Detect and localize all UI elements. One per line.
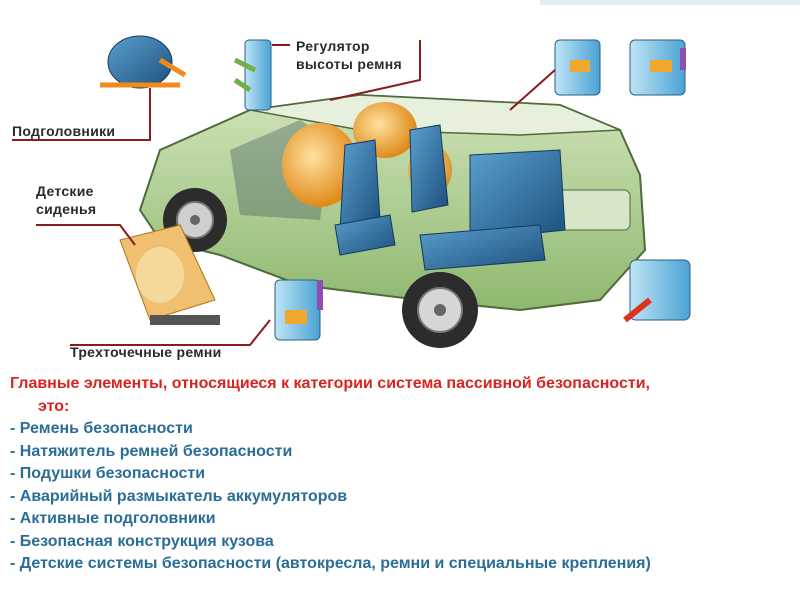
- list-item-text: Ремень безопасности: [19, 420, 193, 437]
- height-regulator-label-line2: высоты ремня: [296, 56, 402, 72]
- passive-safety-heading: Главные элементы, относящиеся к категори…: [10, 373, 790, 418]
- list-item: - Натяжитель ремней безопасности: [10, 441, 790, 464]
- list-item-prefix: -: [10, 555, 20, 572]
- list-item: - Подушки безопасности: [10, 463, 790, 486]
- height-regulator-label-line1: Регулятор: [296, 38, 370, 54]
- list-item-prefix: -: [10, 420, 20, 437]
- list-item: - Активные подголовники: [10, 508, 790, 531]
- list-item: - Безопасная конструкция кузова: [10, 531, 790, 554]
- list-item-prefix: -: [10, 465, 20, 482]
- list-item-prefix: -: [10, 532, 20, 550]
- child-seats-label-line1: Детские: [36, 183, 94, 199]
- child-seats-label: Детские сиденья: [36, 182, 96, 218]
- passive-safety-list: - Ремень безопасности - Натяжитель ремне…: [10, 418, 790, 576]
- list-item: - Детские системы безопасности (автокрес…: [10, 553, 790, 576]
- list-item-text: Натяжитель ремней безопасности: [19, 442, 293, 460]
- heading-line2: это:: [38, 397, 70, 415]
- top-decorative-strip: [540, 0, 800, 5]
- child-seat-detail: [119, 224, 220, 325]
- pointer-lines: [12, 40, 556, 346]
- seats: [334, 124, 566, 271]
- list-item-text: Подушки безопасности: [19, 465, 206, 482]
- height-regulator-label: Регулятор высоты ремня: [296, 37, 402, 73]
- list-item-text: Безопасная конструкция кузова: [19, 532, 274, 550]
- list-item-text: Детские системы безопасности (автокресла…: [19, 555, 651, 572]
- three-point-belt-detail: [274, 279, 323, 341]
- headrests-label: Подголовники: [12, 123, 116, 139]
- list-item: - Ремень безопасности: [10, 418, 790, 441]
- rear-wheel: [402, 272, 478, 348]
- car-safety-illustration: [12, 35, 691, 348]
- headrest-detail: [100, 35, 187, 89]
- list-item-text: Аварийный размыкатель аккумуляторов: [19, 487, 348, 505]
- belt-retractor-details: [554, 39, 691, 323]
- list-item: - Аварийный размыкатель аккумуляторов: [10, 486, 790, 509]
- height-regulator-detail: [233, 39, 272, 111]
- heading-line1: Главные элементы, относящиеся к категори…: [10, 375, 650, 392]
- list-item-text: Активные подголовники: [19, 510, 216, 527]
- three-point-belts-label: Трехточечные ремни: [70, 344, 222, 360]
- list-item-prefix: -: [10, 487, 20, 505]
- list-item-prefix: -: [10, 510, 20, 527]
- passive-safety-text: Главные элементы, относящиеся к категори…: [10, 373, 790, 576]
- child-seats-label-line2: сиденья: [36, 201, 97, 217]
- list-item-prefix: -: [10, 442, 20, 460]
